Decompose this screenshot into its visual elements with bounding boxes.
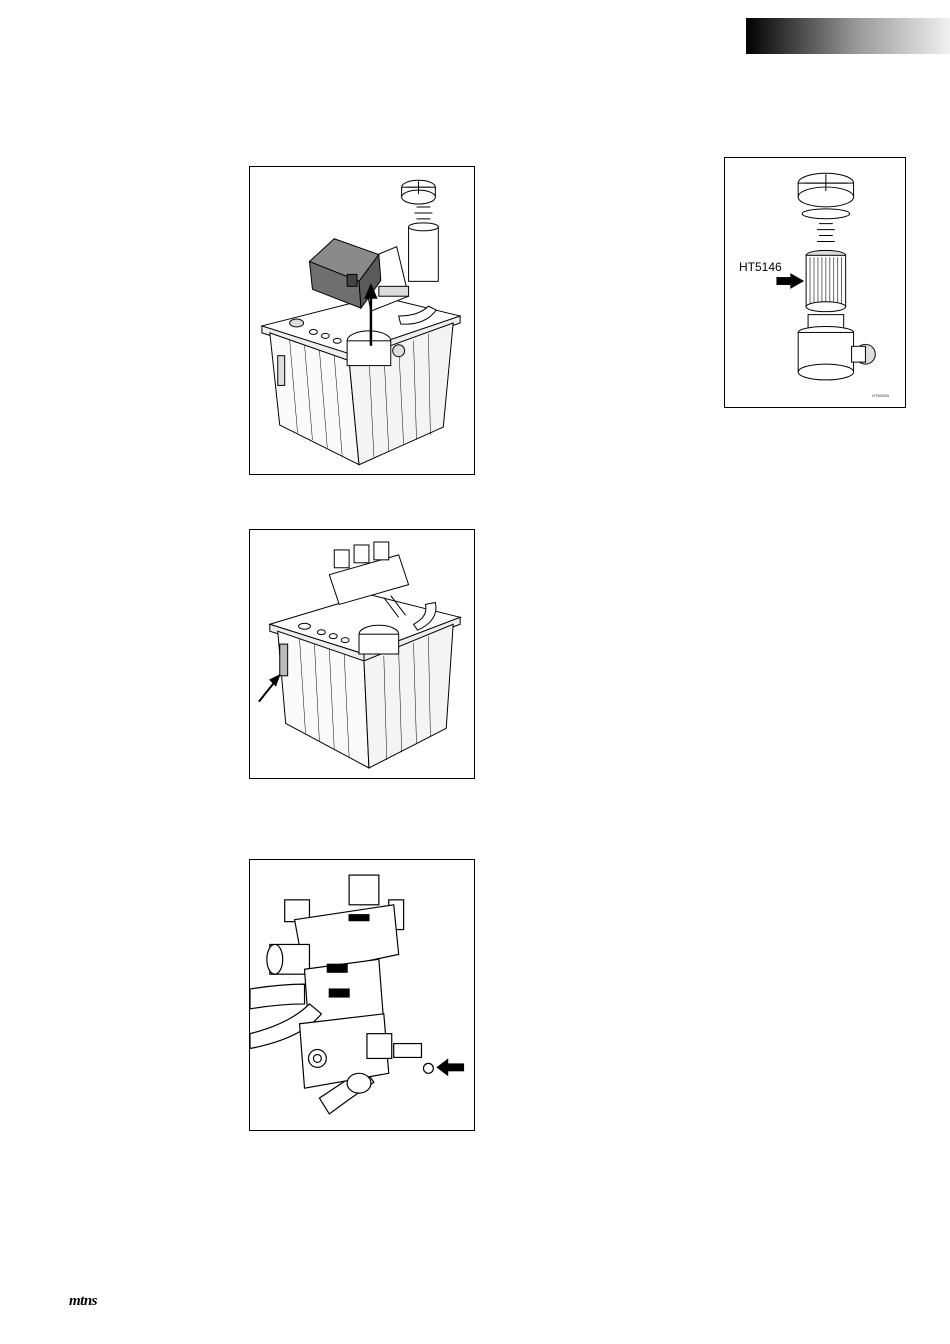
figure-filter-element: HT5146 HT5000B [724,157,906,408]
figure-code: HT5000B [872,393,889,398]
filter-element-illustration [725,158,905,407]
brand-logo: mtns [69,1293,97,1310]
filter-part-label: HT5146 [739,260,782,274]
tank-gauge-illustration [250,530,474,778]
section-tab [746,18,950,54]
valve-drain-illustration [250,860,474,1130]
tank-cover-illustration [250,167,474,474]
figure-tank-cover-removed [249,166,475,475]
figure-valve-drain [249,859,475,1131]
figure-tank-level-gauge [249,529,475,779]
